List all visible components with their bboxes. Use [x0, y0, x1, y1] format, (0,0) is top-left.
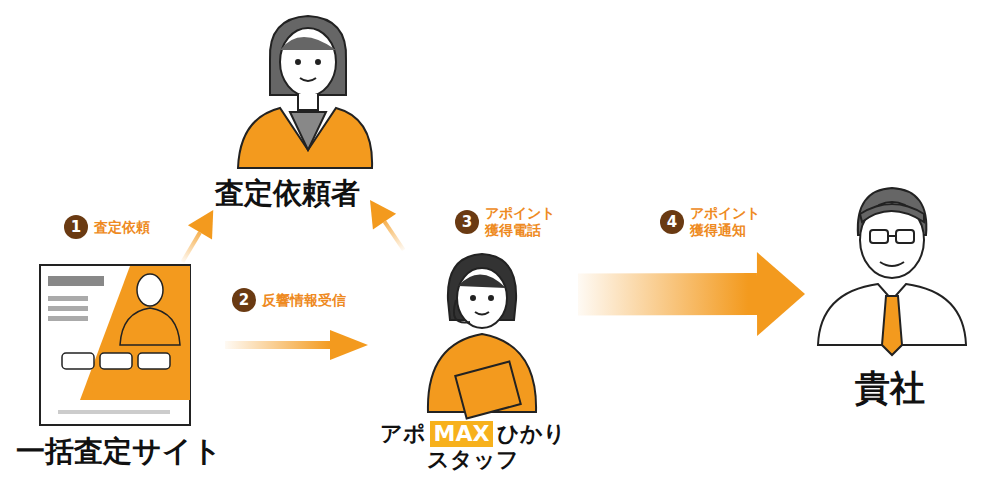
flow-arrow	[578, 252, 805, 336]
company-figure	[818, 188, 966, 355]
node-label: ひかり	[497, 421, 566, 446]
node-label: 一括査定サイト	[12, 435, 225, 468]
site-figure	[40, 265, 190, 425]
brand-highlight: MAX	[430, 421, 494, 446]
staff-figure	[428, 254, 536, 418]
figure-node: アポMAXひかりスタッフ	[368, 250, 578, 472]
flow-arrow	[225, 330, 368, 360]
edge-label: アポイント 獲得電話	[485, 205, 561, 239]
node-label: スタッフ	[427, 447, 519, 472]
requester-figure	[238, 16, 372, 168]
flow-arrow	[181, 210, 214, 263]
figure-node: 査定依頼者	[205, 10, 370, 210]
callout-number: 3	[455, 210, 479, 234]
node-label-group: 査定依頼者	[205, 177, 370, 210]
flow-arrow	[370, 200, 405, 251]
edge-label-group: 1 査定依頼	[64, 215, 214, 239]
node-label-group: アポMAXひかりスタッフ	[368, 421, 578, 472]
node-label: 査定依頼者	[205, 177, 370, 210]
edge-label-group: 4アポイント 獲得通知	[660, 205, 766, 239]
edge-label: 反響情報受信	[262, 292, 402, 309]
edge-label-group: 2 反響情報受信	[232, 288, 402, 312]
node-label: アポ	[380, 421, 426, 446]
figure-node: 貴社	[805, 185, 975, 408]
node-label-group: 一括査定サイト	[12, 435, 225, 468]
callout-number: 1	[64, 215, 88, 239]
figure-node: 一括査定サイト	[12, 262, 225, 468]
callout-number: 4	[660, 210, 684, 234]
callout-number: 2	[232, 288, 256, 312]
edge-label: アポイント 獲得通知	[690, 205, 766, 239]
edge-label-group: 3アポイント 獲得電話	[455, 205, 561, 239]
node-label: 貴社	[805, 368, 975, 408]
node-label-group: 貴社	[805, 368, 975, 408]
edge-label: 査定依頼	[94, 219, 214, 236]
